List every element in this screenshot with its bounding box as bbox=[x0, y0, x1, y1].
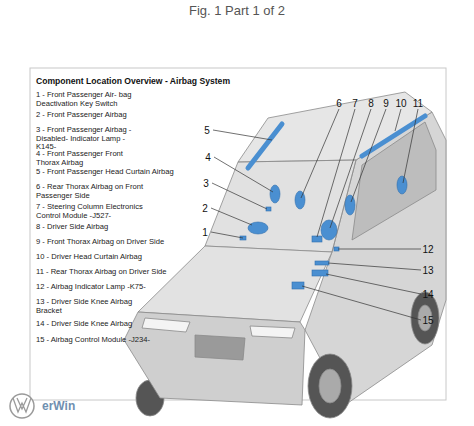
car-roof bbox=[238, 92, 432, 162]
car-hood bbox=[138, 246, 332, 322]
wheel bbox=[308, 354, 352, 418]
passenger-airbag bbox=[248, 222, 268, 234]
vw-logo bbox=[10, 394, 34, 418]
callout-number: 13 bbox=[422, 265, 433, 276]
curtain-airbag bbox=[248, 124, 282, 168]
driver-airbag bbox=[321, 220, 337, 240]
headlight bbox=[142, 318, 190, 332]
legend-item: 2 - Front Passenger Airbag bbox=[36, 111, 196, 120]
logo-ring bbox=[10, 394, 34, 418]
callout-number: 1 bbox=[202, 227, 208, 238]
callout-number: 2 bbox=[202, 203, 208, 214]
legend-item: 6 - Rear Thorax Airbag on Front Passenge… bbox=[36, 183, 156, 200]
legend-item: 11 - Rear Thorax Airbag on Driver Side bbox=[36, 268, 196, 277]
thorax-airbag bbox=[397, 176, 407, 194]
legend-item: 8 - Driver Side Airbag bbox=[36, 223, 196, 232]
leader-line bbox=[326, 274, 421, 294]
leader-line bbox=[211, 232, 243, 238]
legend-item: 12 - Airbag Indicator Lamp -K75- bbox=[36, 283, 196, 292]
leader-line bbox=[330, 109, 371, 228]
windshield bbox=[205, 160, 356, 252]
knee-airbag-bracket bbox=[315, 261, 329, 265]
leader-line bbox=[213, 130, 272, 140]
callout-number: 3 bbox=[203, 178, 209, 189]
callout-number: 6 bbox=[336, 98, 342, 109]
leader-line bbox=[302, 286, 421, 320]
legend-item: 5 - Front Passenger Head Curtain Airbag bbox=[36, 168, 196, 177]
grille bbox=[195, 335, 245, 360]
leader-line bbox=[351, 109, 386, 202]
leader-line bbox=[395, 109, 401, 131]
car-body bbox=[124, 92, 446, 418]
callout-number: 8 bbox=[368, 98, 374, 109]
thorax-airbag bbox=[295, 191, 305, 209]
thorax-airbag bbox=[270, 185, 280, 203]
legend-item: 4 - Front Passenger Front Thorax Airbag bbox=[36, 150, 136, 167]
callout-number: 11 bbox=[413, 98, 423, 109]
legend-item: 13 - Driver Side Knee Airbag Bracket bbox=[36, 298, 146, 315]
callout-number: 12 bbox=[422, 244, 433, 255]
leader-line bbox=[214, 157, 273, 192]
diagram-title: Component Location Overview - Airbag Sys… bbox=[36, 76, 230, 86]
callout-number: 9 bbox=[383, 98, 389, 109]
callout-number: 15 bbox=[422, 315, 433, 326]
logo-mark bbox=[13, 398, 31, 412]
legend-item: 15 - Airbag Control Module -J234- bbox=[36, 336, 196, 345]
headlight bbox=[250, 326, 295, 338]
wheel-hub bbox=[319, 369, 341, 403]
legend-item: 9 - Front Thorax Airbag on Driver Side bbox=[36, 238, 196, 247]
car-front bbox=[124, 312, 305, 405]
leader-line bbox=[403, 109, 418, 183]
legend-item: 7 - Steering Column Electronics Control … bbox=[36, 203, 156, 220]
leader-line bbox=[211, 208, 252, 225]
callout-number: 14 bbox=[422, 289, 433, 300]
callout-number: 4 bbox=[205, 152, 211, 163]
watermark: erWin bbox=[42, 399, 75, 413]
callout-number: 5 bbox=[204, 125, 210, 136]
leader-line bbox=[328, 263, 421, 270]
figure-caption: Fig. 1 Part 1 of 2 bbox=[0, 3, 474, 18]
callout-number: 7 bbox=[352, 98, 358, 109]
leader-lines bbox=[211, 109, 421, 320]
airbag-components bbox=[240, 116, 425, 289]
callout-number: 10 bbox=[395, 98, 406, 109]
leader-line bbox=[338, 249, 421, 250]
thorax-airbag bbox=[345, 195, 355, 215]
legend-item: 3 - Front Passenger Airbag -Disabled- In… bbox=[36, 126, 136, 152]
knee-airbag bbox=[312, 270, 328, 276]
legend-item: 10 - Driver Head Curtain Airbag bbox=[36, 253, 196, 262]
leader-line bbox=[301, 109, 339, 198]
legend-item: 1 - Front Passenger Air- bag Deactivatio… bbox=[36, 91, 136, 108]
legend-item: 14 - Driver Side Knee Airbag bbox=[36, 320, 196, 329]
control-module bbox=[292, 282, 304, 289]
leader-line bbox=[212, 183, 267, 209]
